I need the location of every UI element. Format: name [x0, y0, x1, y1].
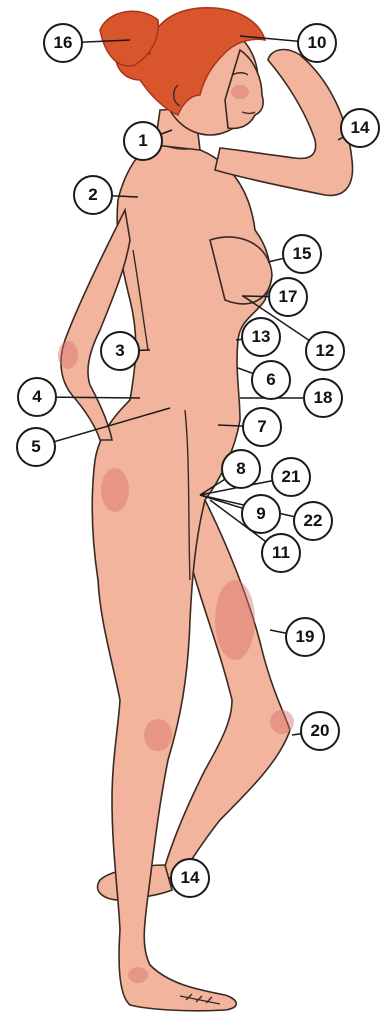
- label-11: 11: [261, 533, 301, 573]
- elbow-shade: [58, 341, 78, 369]
- label-2: 2: [73, 175, 113, 215]
- label-9: 9: [241, 494, 281, 534]
- back-arm: [61, 210, 130, 440]
- back-knee-shade: [270, 710, 294, 734]
- label-14-arm: 14: [340, 108, 380, 148]
- label-5: 5: [16, 427, 56, 467]
- heel-shade: [128, 967, 148, 983]
- label-17: 17: [268, 277, 308, 317]
- label-18: 18: [303, 378, 343, 418]
- cheek-shade: [231, 85, 249, 99]
- label-6: 6: [251, 360, 291, 400]
- thigh-shade: [215, 580, 255, 660]
- label-12: 12: [305, 331, 345, 371]
- label-22: 22: [293, 501, 333, 541]
- label-13: 13: [241, 317, 281, 357]
- label-14-leg: 14: [170, 858, 210, 898]
- label-15: 15: [282, 234, 322, 274]
- label-19: 19: [285, 617, 325, 657]
- knee-shade: [144, 719, 172, 751]
- hip-shade: [101, 468, 129, 512]
- label-20: 20: [300, 711, 340, 751]
- label-21: 21: [271, 457, 311, 497]
- label-16: 16: [43, 23, 83, 63]
- label-4: 4: [17, 377, 57, 417]
- label-8: 8: [221, 449, 261, 489]
- label-3: 3: [100, 331, 140, 371]
- label-1: 1: [123, 121, 163, 161]
- label-7: 7: [242, 407, 282, 447]
- label-10: 10: [297, 23, 337, 63]
